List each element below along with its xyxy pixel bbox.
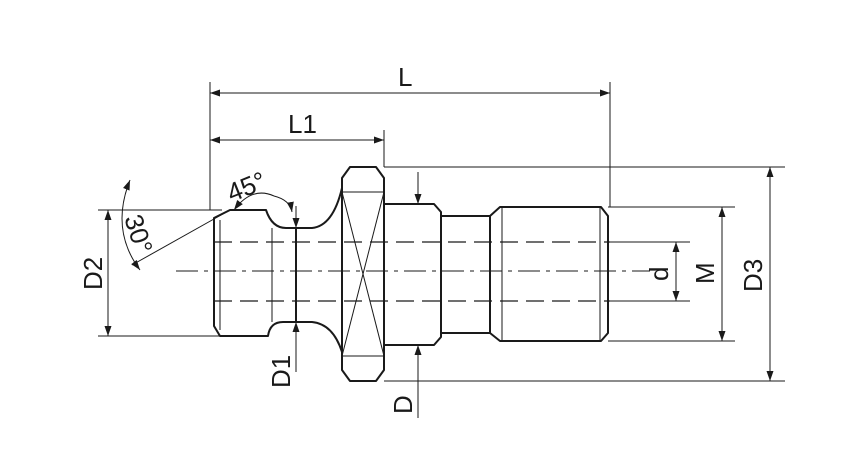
label-D: D — [388, 395, 418, 414]
label-D1: D1 — [266, 355, 296, 388]
hidden-lines — [176, 241, 650, 302]
dimension-lines — [104, 89, 774, 418]
thread-body — [489, 206, 609, 342]
shaft — [441, 215, 490, 334]
label-L: L — [398, 62, 412, 92]
collar — [383, 203, 442, 346]
label-D2: D2 — [78, 257, 108, 290]
label-L1: L1 — [288, 109, 317, 139]
label-D3: D3 — [738, 259, 768, 292]
neck-section — [296, 187, 343, 353]
label-30: 30° — [118, 211, 159, 258]
label-d: d — [644, 267, 674, 281]
head-section — [213, 209, 297, 337]
label-45: 45° — [223, 165, 271, 208]
arc-45 — [233, 192, 275, 211]
angle-dimensions — [121, 179, 294, 271]
arc-45-end — [273, 195, 294, 213]
label-M: M — [690, 262, 720, 284]
dimension-labels: L L1 45° 30° D2 D1 D d M D3 — [78, 62, 768, 414]
angle-30-leg — [131, 209, 231, 266]
hex-diagonal-2 — [341, 191, 385, 357]
hex-flange — [341, 166, 385, 382]
arc-30 — [121, 179, 141, 271]
part-outline — [213, 166, 609, 382]
